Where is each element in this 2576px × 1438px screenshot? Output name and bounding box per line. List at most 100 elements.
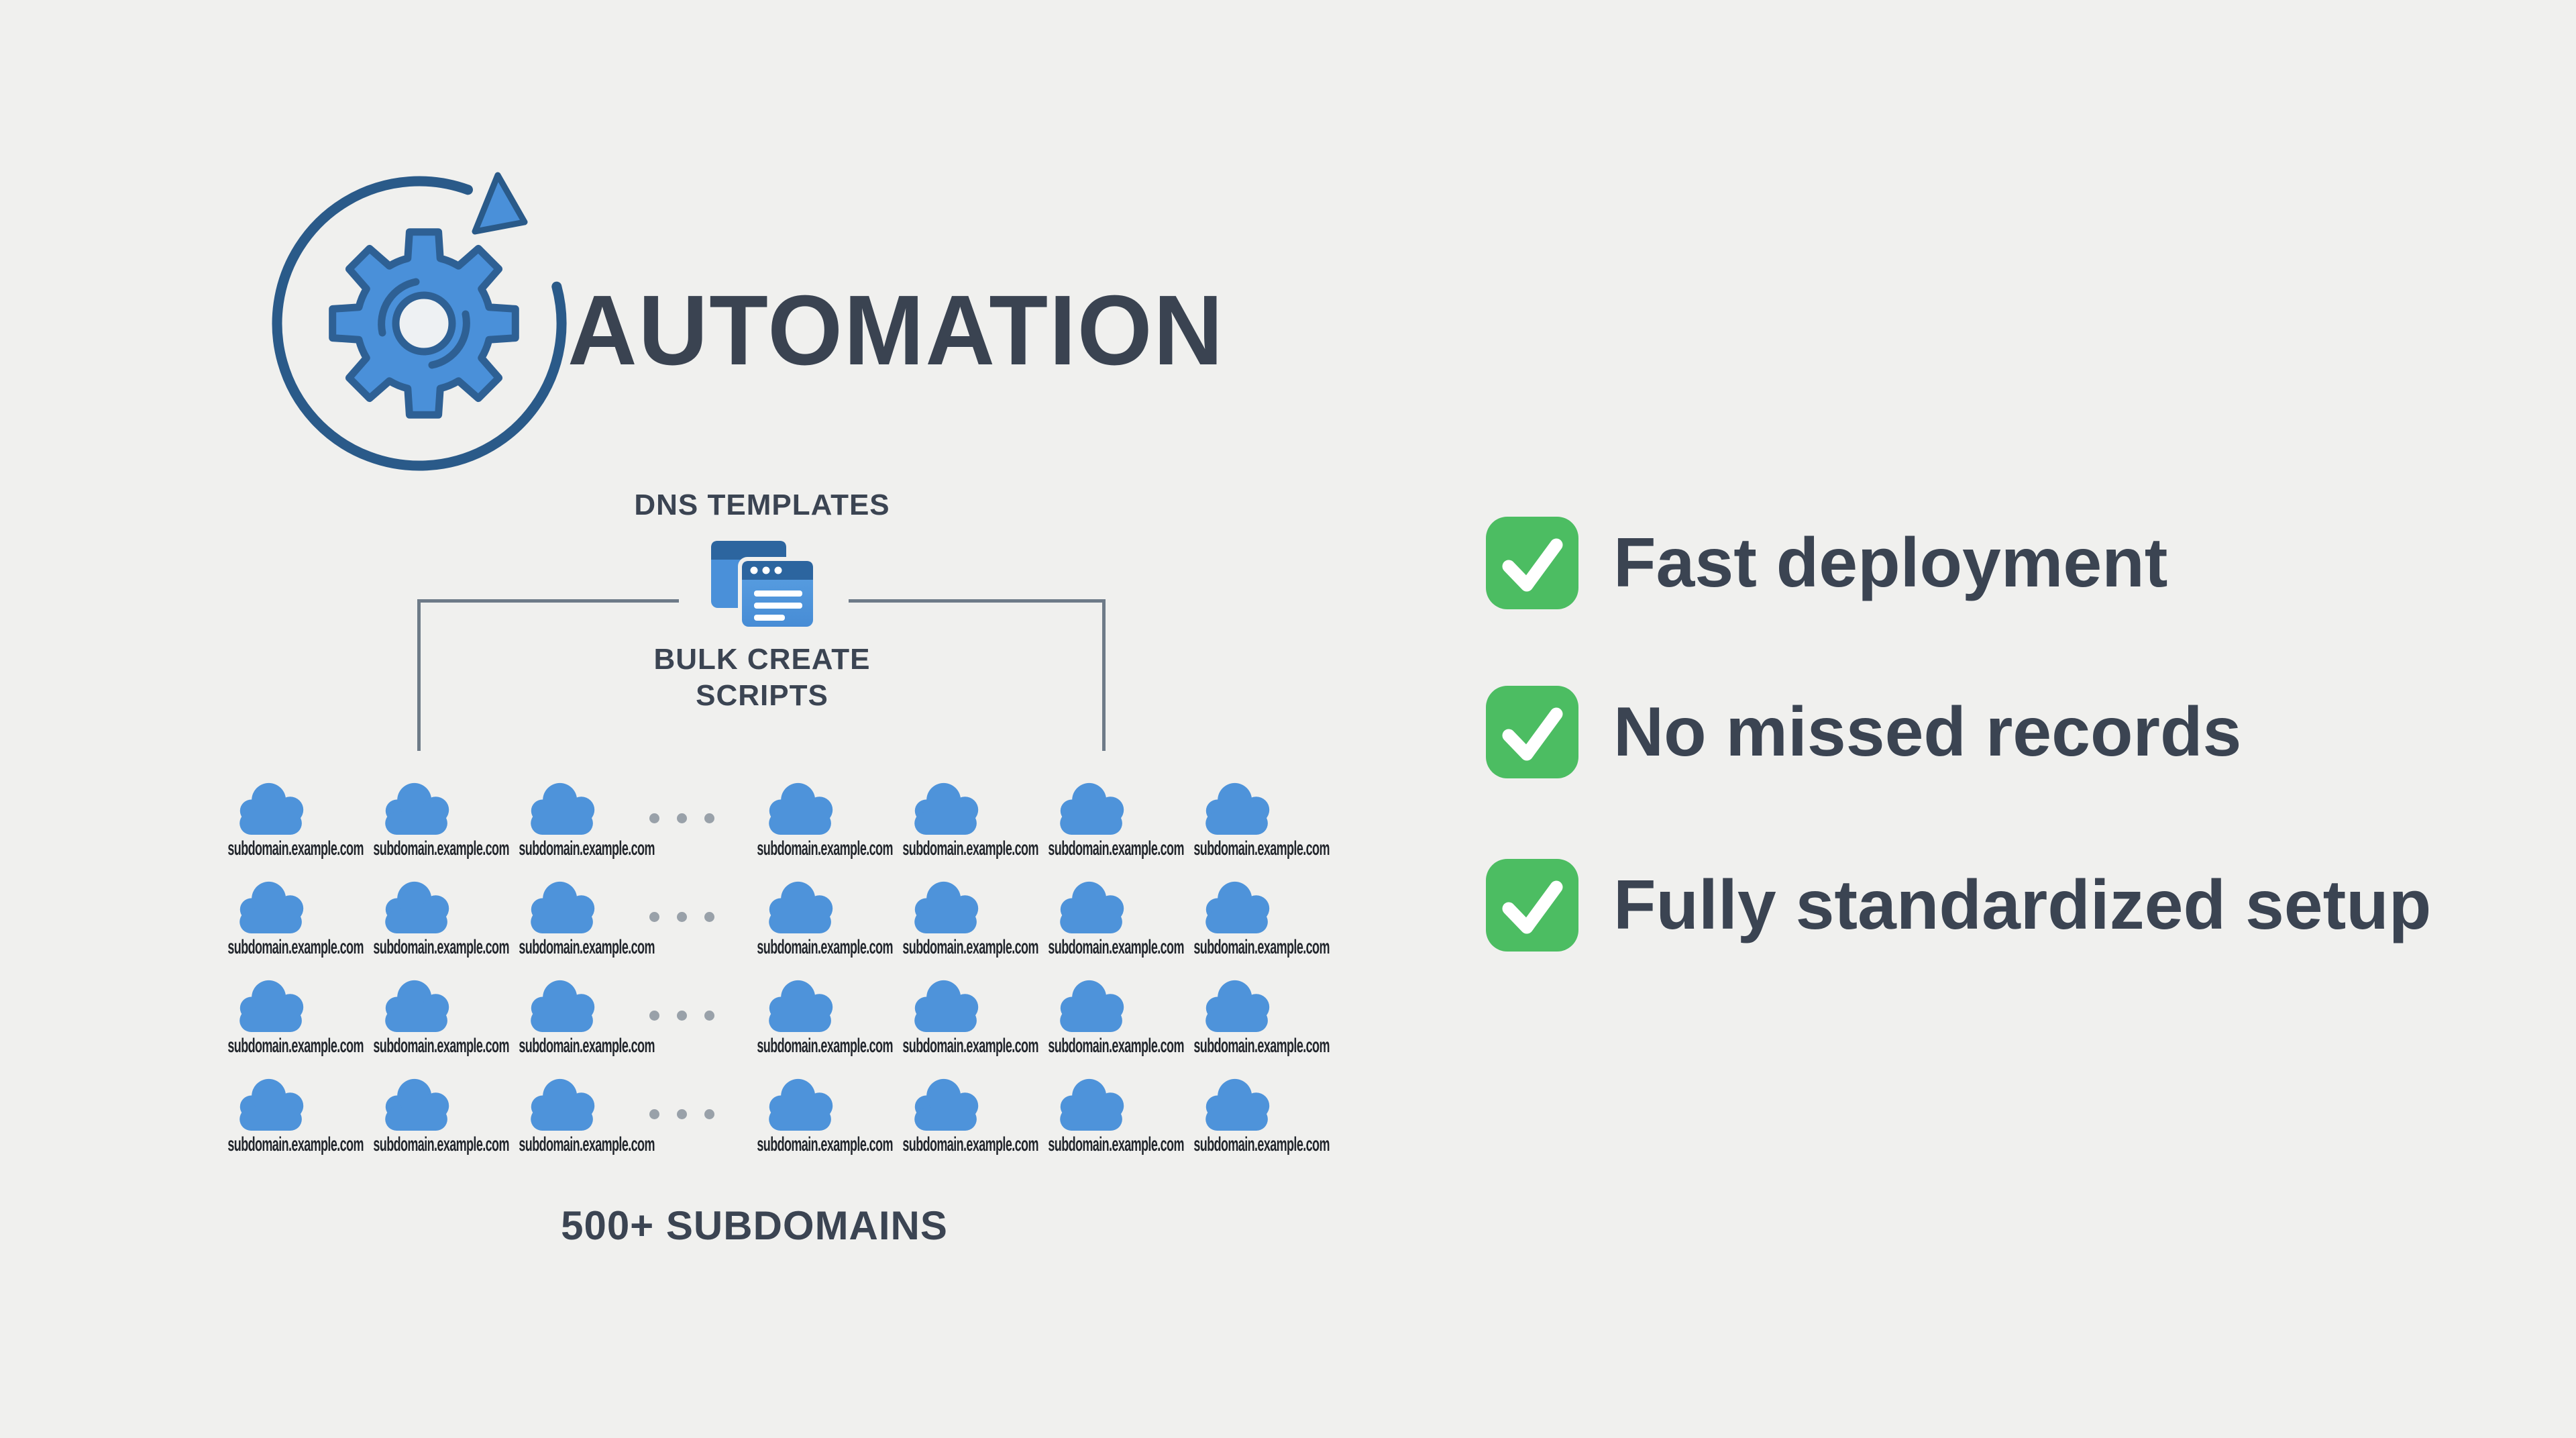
total-subdomains-label: 500+ SUBDOMAINS: [561, 1203, 948, 1248]
subdomain-label: subdomain.example.com: [1193, 1133, 1330, 1155]
subdomain-label: subdomain.example.com: [902, 936, 1038, 958]
subdomain-node: subdomain.example.com: [490, 1068, 655, 1166]
benefit-label: Fast deployment: [1613, 523, 2168, 602]
cloud-icon: [1205, 881, 1269, 933]
connector-right-horizontal: [849, 599, 1106, 603]
subdomain-node: subdomain.example.com: [873, 1068, 1038, 1166]
subdomain-node: subdomain.example.com: [1165, 870, 1330, 969]
cloud-icon: [1059, 980, 1124, 1032]
subdomain-node: subdomain.example.com: [728, 870, 893, 969]
subdomain-node: subdomain.example.com: [873, 772, 1038, 870]
subdomain-node: subdomain.example.com: [490, 870, 655, 969]
check-icon: [1486, 686, 1578, 778]
subdomain-label: subdomain.example.com: [1048, 1133, 1184, 1155]
subdomain-node: subdomain.example.com: [199, 870, 364, 969]
cloud-icon: [1205, 980, 1269, 1032]
cloud-icon: [768, 980, 833, 1032]
subdomain-label: subdomain.example.com: [757, 837, 893, 860]
subdomain-label: subdomain.example.com: [1048, 936, 1184, 958]
subdomain-node: subdomain.example.com: [728, 969, 893, 1068]
subdomain-node: subdomain.example.com: [199, 969, 364, 1068]
subdomain-node: subdomain.example.com: [873, 870, 1038, 969]
benefit-label: Fully standardized setup: [1613, 866, 2432, 944]
cloud-icon: [1059, 881, 1124, 933]
subdomain-node: subdomain.example.com: [344, 772, 509, 870]
cloud-icon: [530, 1078, 594, 1131]
cloud-icon: [1205, 1078, 1269, 1131]
cloud-icon: [914, 1078, 978, 1131]
cloud-icon: [239, 782, 303, 835]
subdomain-label: subdomain.example.com: [1193, 837, 1330, 860]
benefit-label: No missed records: [1613, 692, 2242, 771]
subdomain-node: subdomain.example.com: [1019, 1068, 1184, 1166]
cloud-icon: [768, 1078, 833, 1131]
subdomain-node: subdomain.example.com: [344, 969, 509, 1068]
subdomain-label: subdomain.example.com: [519, 837, 655, 860]
cloud-icon: [530, 881, 594, 933]
subdomain-grid-row: subdomain.example.com subdomain.example.c…: [199, 969, 1330, 1068]
subdomain-node: subdomain.example.com: [728, 772, 893, 870]
cloud-icon: [914, 881, 978, 933]
subdomain-label: subdomain.example.com: [227, 1035, 364, 1057]
subdomain-node: subdomain.example.com: [1019, 969, 1184, 1068]
subdomain-label: subdomain.example.com: [1193, 1035, 1330, 1057]
subdomain-node: subdomain.example.com: [1165, 1068, 1330, 1166]
check-icon: [1486, 517, 1578, 609]
cloud-icon: [384, 1078, 449, 1131]
subdomain-label: subdomain.example.com: [227, 1133, 364, 1155]
cloud-icon: [384, 782, 449, 835]
subdomain-label: subdomain.example.com: [227, 837, 364, 860]
automation-gear-icon: [272, 172, 567, 471]
benefit-row-no-missed-records: No missed records: [1486, 686, 2241, 778]
subdomain-label: subdomain.example.com: [757, 936, 893, 958]
subdomain-node: subdomain.example.com: [1019, 772, 1184, 870]
dns-templates-label: DNS TEMPLATES: [634, 489, 890, 521]
cloud-icon: [239, 1078, 303, 1131]
cloud-icon: [1059, 782, 1124, 835]
subdomain-label: subdomain.example.com: [1048, 837, 1184, 860]
cloud-icon: [384, 980, 449, 1032]
subdomain-label: subdomain.example.com: [519, 936, 655, 958]
cloud-icon: [239, 881, 303, 933]
subdomain-label: subdomain.example.com: [757, 1035, 893, 1057]
cloud-icon: [768, 881, 833, 933]
ellipsis-icon: [635, 870, 728, 969]
cloud-icon: [768, 782, 833, 835]
subdomain-node: subdomain.example.com: [1165, 969, 1330, 1068]
subdomain-label: subdomain.example.com: [902, 837, 1038, 860]
subdomain-label: subdomain.example.com: [757, 1133, 893, 1155]
subdomain-label: subdomain.example.com: [373, 1133, 509, 1155]
ellipsis-icon: [635, 1068, 728, 1166]
subdomain-label: subdomain.example.com: [1048, 1035, 1184, 1057]
ellipsis-icon: [635, 772, 728, 870]
subdomain-node: subdomain.example.com: [344, 870, 509, 969]
subdomain-grid-row: subdomain.example.com subdomain.example.c…: [199, 1068, 1330, 1166]
subdomain-node: subdomain.example.com: [490, 772, 655, 870]
subdomain-label: subdomain.example.com: [373, 1035, 509, 1057]
cloud-icon: [384, 881, 449, 933]
cloud-icon: [914, 980, 978, 1032]
subdomain-label: subdomain.example.com: [519, 1133, 655, 1155]
subdomain-label: subdomain.example.com: [519, 1035, 655, 1057]
benefit-row-fully-standardized: Fully standardized setup: [1486, 859, 2431, 952]
connector-left-vertical: [417, 599, 421, 751]
subdomain-node: subdomain.example.com: [1165, 772, 1330, 870]
subdomain-node: subdomain.example.com: [490, 969, 655, 1068]
cloud-icon: [239, 980, 303, 1032]
ellipsis-icon: [635, 969, 728, 1068]
subdomain-node: subdomain.example.com: [1019, 870, 1184, 969]
cloud-icon: [914, 782, 978, 835]
subdomain-node: subdomain.example.com: [728, 1068, 893, 1166]
dns-templates-icon: [711, 541, 816, 631]
cloud-icon: [1059, 1078, 1124, 1131]
subdomain-label: subdomain.example.com: [902, 1035, 1038, 1057]
cloud-icon: [530, 980, 594, 1032]
cloud-icon: [530, 782, 594, 835]
connector-right-vertical: [1102, 599, 1106, 751]
subdomain-label: subdomain.example.com: [373, 936, 509, 958]
subdomain-label: subdomain.example.com: [902, 1133, 1038, 1155]
subdomain-label: subdomain.example.com: [373, 837, 509, 860]
